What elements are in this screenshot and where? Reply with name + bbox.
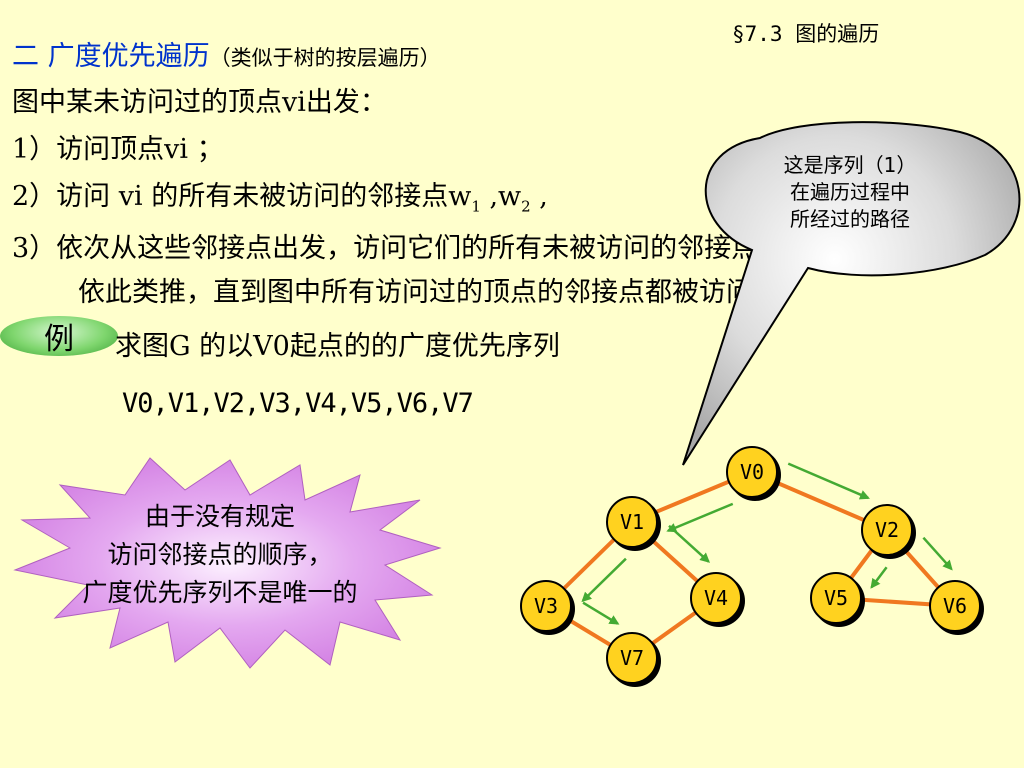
title-paren: （类似于树的按层遍历）	[209, 46, 441, 70]
line3-post: ,	[530, 181, 548, 212]
node-V5	[810, 572, 862, 624]
callout-bubble	[682, 121, 1021, 466]
arrow-V3-V7	[582, 601, 620, 625]
slide-title: 二 广度优先遍历（类似于树的按层遍历）	[12, 34, 441, 73]
line3-sub1: 1	[471, 197, 481, 216]
body-line-3: 2）访问 vi 的所有未被访问的邻接点w1 ,w2 ,	[12, 174, 548, 215]
callout-line-1: 这是序列（1）	[783, 153, 917, 177]
arrow-V2-V5	[870, 566, 888, 589]
starburst-line-1: 由于没有规定	[144, 502, 295, 531]
starburst-shape	[13, 457, 442, 669]
example-pill	[0, 316, 118, 356]
section-header: §7.3 图的遍历	[732, 22, 880, 46]
node-V7	[606, 632, 658, 684]
body-line-4: 3）依次从这些邻接点出发，访问它们的所有未被访问的邻接点；	[12, 233, 786, 264]
node-V1	[606, 496, 658, 548]
example-label: 例	[44, 322, 74, 357]
bfs-sequence: V0,V1,V2,V3,V4,V5,V6,V7	[122, 388, 474, 419]
node-label-V3: V3	[534, 594, 558, 618]
line3-pre: 2）访问 vi 的所有未被访问的邻接点w	[12, 181, 472, 212]
arrow-V0-V2	[787, 462, 870, 500]
body-line-1: 图中某未访问过的顶点vi出发：	[12, 87, 387, 118]
example-question: 求图G 的以V0起点的的广度优先序列	[115, 331, 560, 362]
callout-line-3: 所经过的路径	[790, 207, 910, 231]
line3-sub2: 2	[521, 197, 531, 216]
starburst-text: 由于没有规定 访问邻接点的顺序， 广度优先序列不是唯一的	[20, 498, 420, 612]
node-label-V7: V7	[620, 646, 644, 670]
arrow-V1-V4	[668, 524, 710, 563]
line3-mid: ,w	[480, 181, 522, 212]
title-main: 二 广度优先遍历	[12, 41, 210, 72]
node-label-V4: V4	[704, 586, 728, 610]
node-V6	[929, 580, 981, 632]
arrow-V1-V3	[581, 557, 627, 603]
callout-line-2: 在遍历过程中	[790, 180, 910, 204]
node-V3	[520, 580, 572, 632]
starburst-line-2: 访问邻接点的顺序，	[107, 540, 333, 569]
callout-text: 这是序列（1） 在遍历过程中 所经过的路径	[730, 152, 970, 233]
node-label-V6: V6	[943, 594, 967, 618]
body-line-2: 1）访问顶点vi ；	[12, 134, 224, 165]
arrow-V0-V1	[666, 502, 734, 533]
node-V0	[726, 446, 778, 498]
arrow-V2-V6	[922, 536, 953, 571]
starburst-line-3: 广度优先序列不是唯一的	[82, 578, 358, 607]
node-V2	[861, 504, 913, 556]
body-line-5: 依此类推，直到图中所有访问过的顶点的邻接点都被访问；	[78, 277, 780, 308]
node-label-V5: V5	[824, 586, 848, 610]
node-label-V2: V2	[875, 518, 899, 542]
node-label-V1: V1	[620, 510, 644, 534]
node-V4	[690, 572, 742, 624]
node-label-V0: V0	[740, 460, 764, 484]
